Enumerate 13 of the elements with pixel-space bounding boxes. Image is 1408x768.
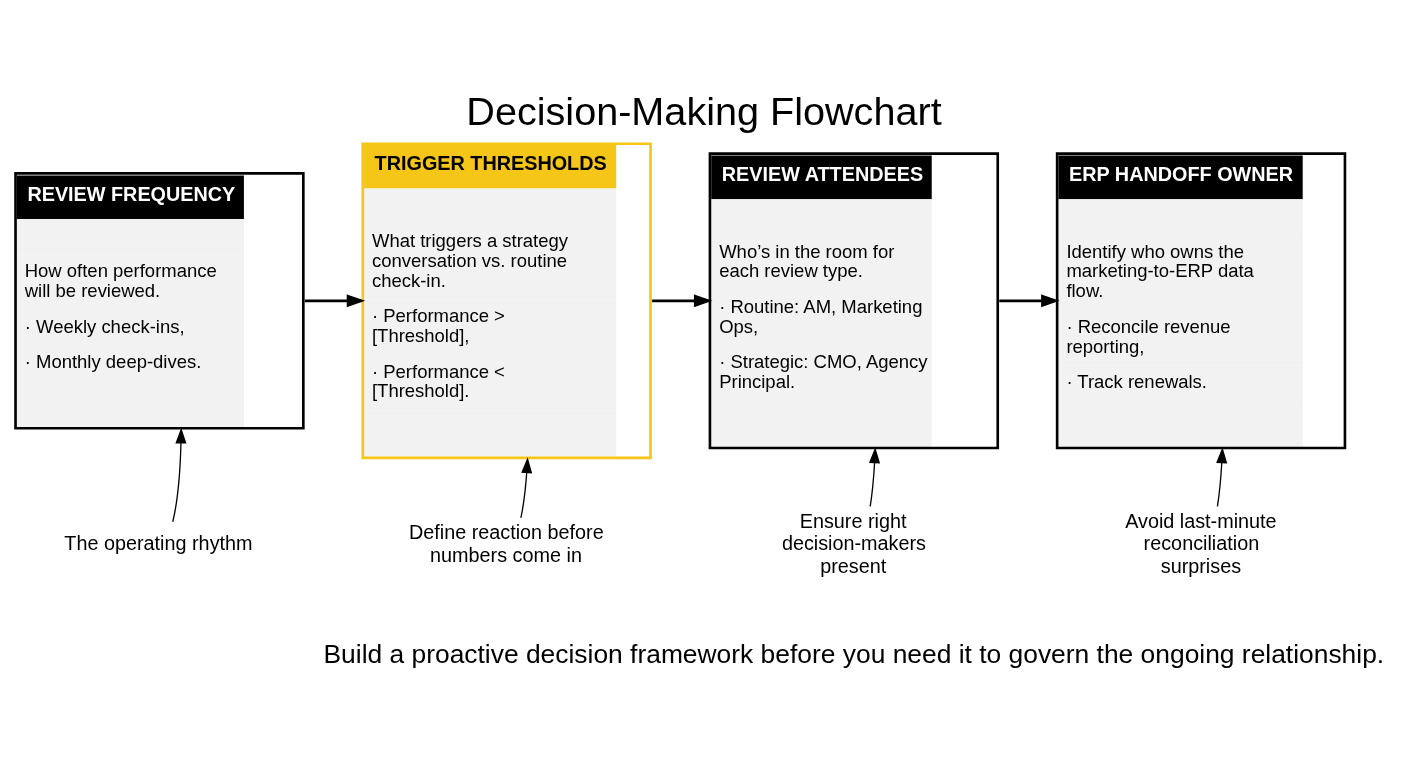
arrow bbox=[304, 294, 366, 308]
arrow bbox=[999, 294, 1060, 308]
node-text: The operating rhythm bbox=[64, 532, 253, 555]
diagram-title: Decision-Making Flowchart bbox=[466, 89, 942, 134]
arrow bbox=[172, 427, 187, 523]
arrow bbox=[520, 457, 533, 519]
node-text: Ensure right decision-makers present bbox=[781, 509, 927, 577]
node-text: Define reaction before numbers come in bbox=[408, 521, 604, 566]
node-text: Avoid last-minute reconciliation surprises bbox=[1125, 509, 1277, 577]
arrow bbox=[652, 294, 713, 308]
caption: Build a proactive decision framework before you need it to govern the ongoing relationship. bbox=[323, 638, 1385, 669]
arrow bbox=[869, 447, 881, 508]
arrow bbox=[1216, 447, 1228, 508]
